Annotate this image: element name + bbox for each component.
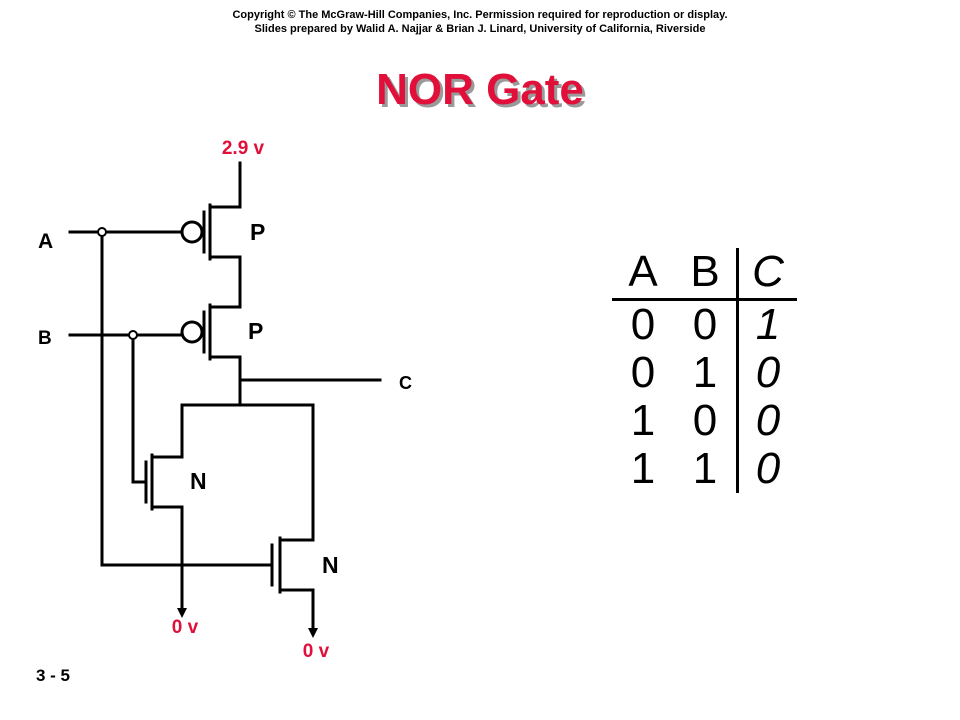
table-row: 0 1 0 <box>612 349 797 397</box>
cell-b: 0 <box>692 300 718 349</box>
cell-a: 0 <box>630 348 656 397</box>
p2-transistor-label: P <box>248 318 263 344</box>
ground-1-label: 0 v <box>172 617 199 638</box>
junction-a <box>97 227 107 237</box>
cell-c: 0 <box>736 445 797 493</box>
cell-a: 0 <box>630 300 656 349</box>
p1-gate-bubble <box>180 220 204 244</box>
truth-table-header-row: A B C <box>612 248 797 301</box>
n1-transistor-label: N <box>190 468 207 494</box>
header-a: A <box>612 248 674 301</box>
cell-b: 1 <box>692 444 718 493</box>
slide-number: 3 - 5 <box>36 666 71 685</box>
cell-a: 1 <box>630 444 656 493</box>
p1-transistor-label: P <box>250 219 265 245</box>
p2-gate-bubble <box>180 320 204 344</box>
input-a-label: A <box>38 230 53 253</box>
ground-arrow-1 <box>177 608 187 618</box>
copyright-line-1: Copyright © The McGraw-Hill Companies, I… <box>232 9 728 21</box>
n2-transistor-label: N <box>322 552 339 578</box>
output-c-label: C <box>399 373 412 393</box>
cell-b: 0 <box>692 396 718 445</box>
cell-a: 1 <box>630 396 656 445</box>
header-b: B <box>674 248 738 301</box>
cell-c: 0 <box>736 397 797 445</box>
cell-c: 0 <box>736 349 797 397</box>
supply-voltage-label: 2.9 v <box>222 138 265 159</box>
copyright-notice: Copyright © The McGraw-Hill Companies, I… <box>0 8 960 36</box>
input-b-label: B <box>38 328 52 349</box>
ground-2-label: 0 v <box>303 641 330 662</box>
slide-title: NOR Gate <box>376 65 584 114</box>
cell-b: 1 <box>692 348 718 397</box>
table-row: 1 1 0 <box>612 445 797 493</box>
cell-c: 1 <box>736 299 797 349</box>
copyright-line-2: Slides prepared by Walid A. Najjar & Bri… <box>254 23 706 35</box>
header-c: C <box>736 248 797 301</box>
table-row: 1 0 0 <box>612 397 797 445</box>
truth-table: A B C 0 0 1 0 1 0 1 0 0 1 1 <box>612 248 797 493</box>
table-row: 0 0 1 <box>612 299 797 349</box>
junction-b <box>128 330 138 340</box>
ground-arrow-2 <box>308 628 318 638</box>
